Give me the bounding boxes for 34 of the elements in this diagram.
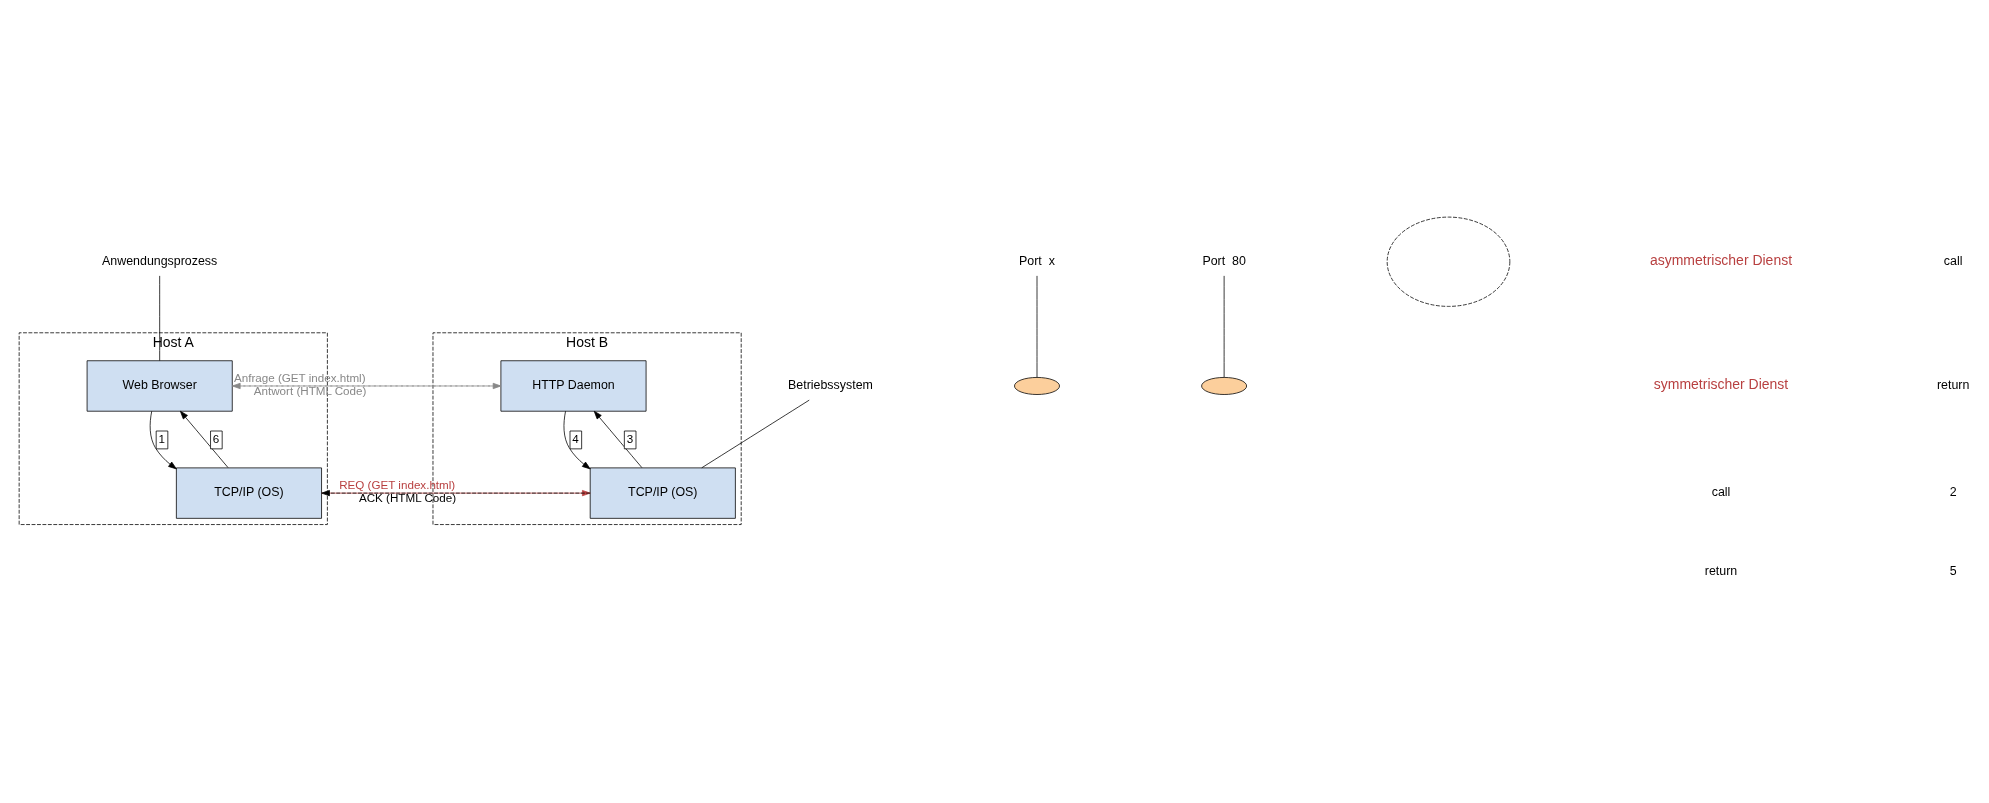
arrow xyxy=(149,410,177,470)
connector xyxy=(1223,275,1225,378)
label: asymmetrischer Dienst xyxy=(1649,252,1793,269)
node-text: Port x xyxy=(1019,253,1055,268)
label: return xyxy=(1936,377,1970,392)
node-ellipse xyxy=(1201,377,1248,395)
label: symmetrischer Dienst xyxy=(1653,376,1789,393)
connector xyxy=(1036,275,1038,378)
edge-label: 1 xyxy=(158,431,165,445)
edge-label: Anfrage (GET index.html) xyxy=(233,371,366,385)
edge-label: 3 xyxy=(626,431,634,445)
edge-label: 6 xyxy=(212,431,220,445)
edge-label: Antwort (HTML Code) xyxy=(253,384,367,398)
label: 2 xyxy=(1949,485,1957,500)
label: 5 xyxy=(1949,563,1957,578)
node-box: TCP/IP (OS) xyxy=(176,467,322,519)
connector xyxy=(159,275,161,362)
label: call xyxy=(1711,485,1731,500)
label: call xyxy=(1943,253,1963,268)
node-box: TCP/IP (OS) xyxy=(589,467,736,519)
edge-label: REQ (GET index.html) xyxy=(339,478,456,492)
connector xyxy=(701,399,810,469)
node-text: Port 80 xyxy=(1202,253,1246,268)
edge-label: 4 xyxy=(572,431,579,445)
arrow xyxy=(232,382,502,390)
node-text: Betriebssystem xyxy=(788,377,873,392)
arrow xyxy=(563,410,591,470)
edge-label: ACK (HTML Code) xyxy=(358,491,457,505)
label: return xyxy=(1704,563,1738,578)
node-text: Anwendungsprozess xyxy=(102,253,218,268)
node-cloud xyxy=(1386,216,1511,307)
node-box: HTTP Daemon xyxy=(500,360,647,412)
node-ellipse xyxy=(1014,377,1060,395)
node-box: Web Browser xyxy=(86,360,233,412)
